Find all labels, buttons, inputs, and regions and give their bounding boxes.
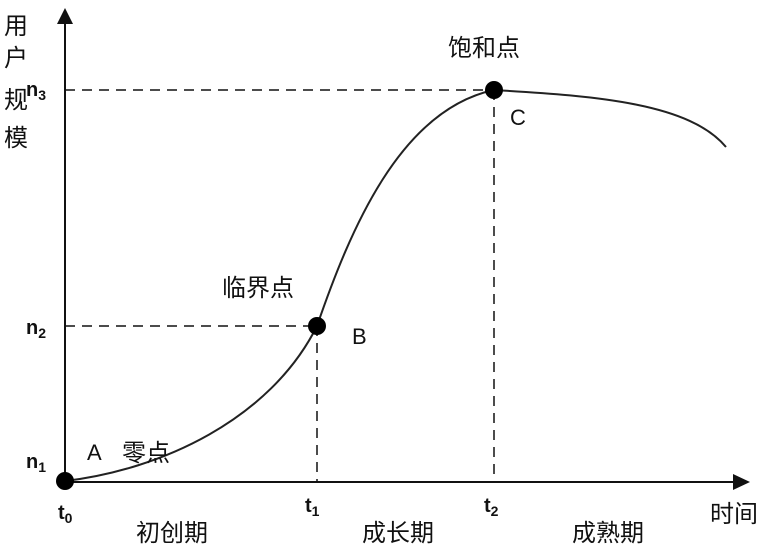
point-a-letter: A [87, 440, 102, 465]
point-b [308, 317, 326, 335]
y-axis [57, 8, 73, 482]
point-c-name: 饱和点 [448, 34, 520, 62]
phase-label-startup: 初创期 [136, 519, 208, 547]
point-a-name: 零点 [122, 439, 170, 467]
y-tick-n1: n1 [26, 451, 46, 475]
x-tick-t1: t1 [305, 495, 320, 519]
y-tick-n2: n2 [26, 317, 46, 341]
y-axis-label-char: 用 [4, 12, 28, 40]
point-b-letter: B [352, 324, 367, 349]
point-b-name: 临界点 [222, 274, 294, 302]
point-c-letter: C [510, 105, 526, 130]
phase-label-mature: 成熟期 [572, 519, 644, 547]
point-c [485, 81, 503, 99]
y-axis-label-char: 规 [4, 86, 28, 114]
phase-label-growth: 成长期 [362, 519, 434, 547]
x-tick-t0: t0 [58, 502, 73, 526]
y-axis-label-char: 模 [4, 124, 28, 152]
y-axis-arrow-icon [57, 8, 73, 24]
x-axis [65, 474, 750, 490]
y-tick-n3: n3 [26, 79, 46, 103]
point-a [56, 472, 74, 490]
x-axis-label: 时间 [710, 500, 758, 528]
x-tick-t2: t2 [484, 495, 499, 519]
growth-curve [64, 88, 727, 482]
x-axis-arrow-icon [733, 474, 750, 490]
y-axis-label-char: 户 [4, 44, 28, 72]
